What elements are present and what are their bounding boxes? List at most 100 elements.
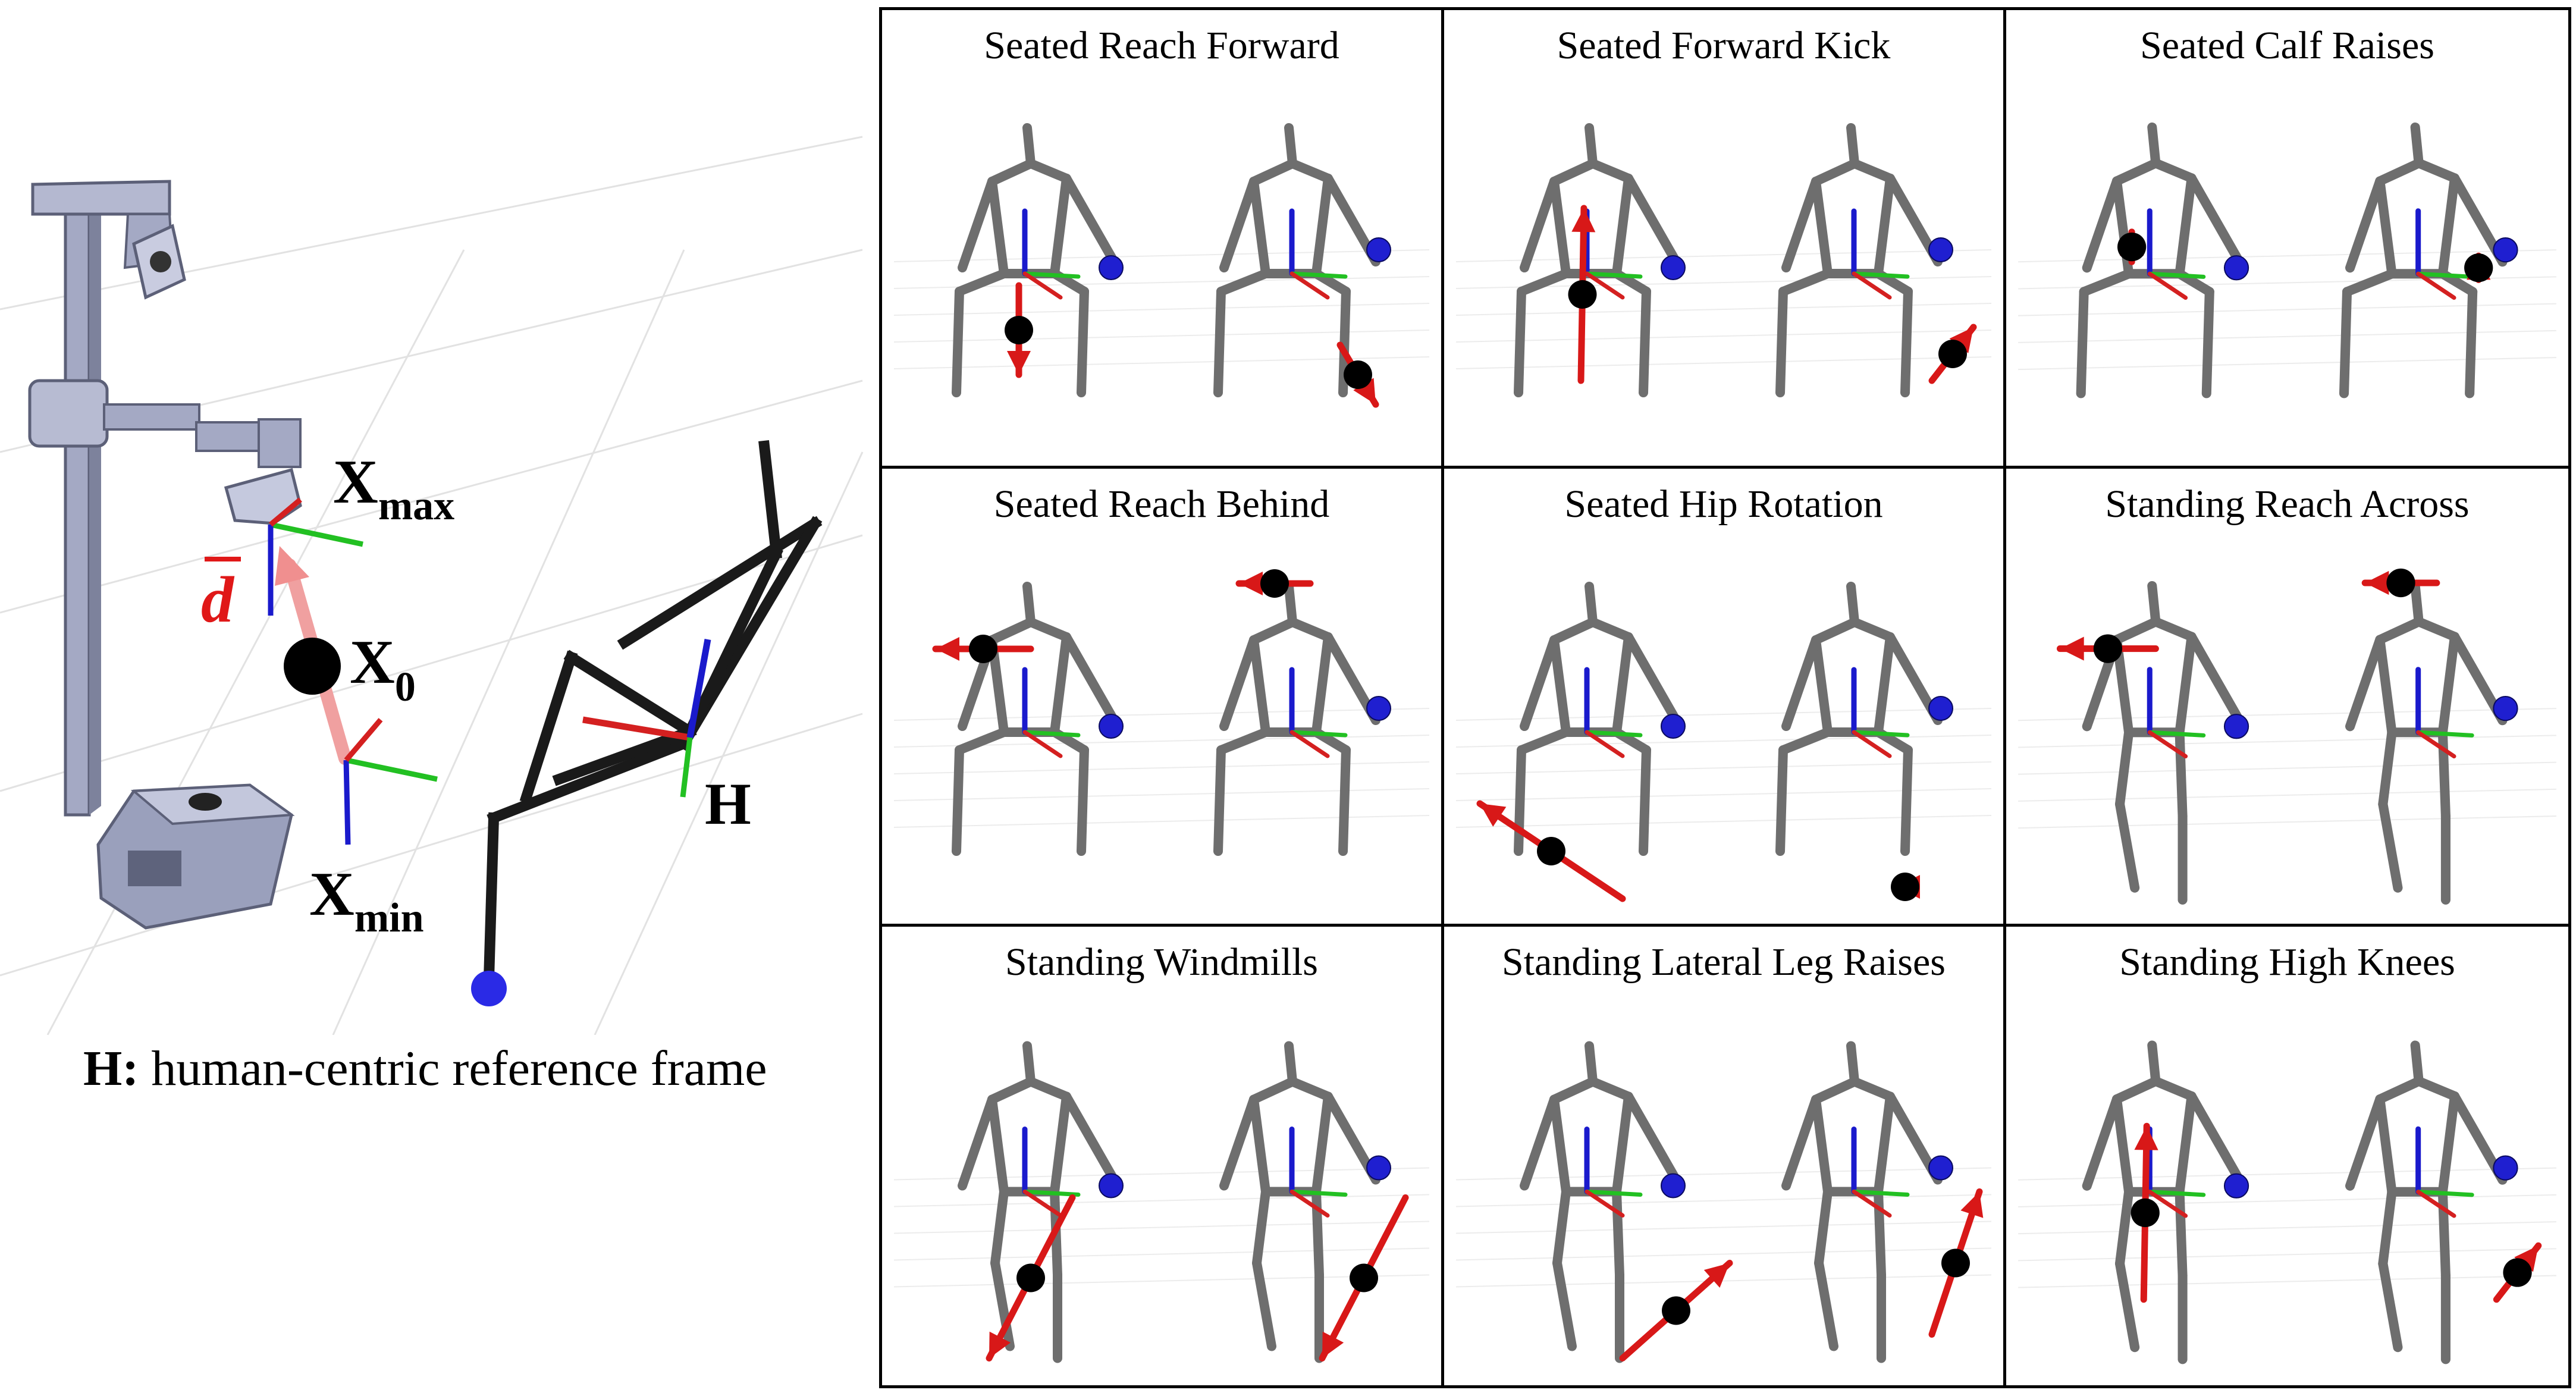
skeleton-bone [1311, 174, 1333, 278]
skeleton-bone [1781, 1094, 1821, 1191]
robot-mast [31, 180, 186, 817]
skeleton-bone [2410, 581, 2424, 627]
skeleton-bone [2345, 1094, 2385, 1191]
exercise-title: Standing Lateral Leg Raises [1502, 940, 1946, 984]
skeleton-bone [2437, 1187, 2451, 1281]
skeleton-bone [1549, 1094, 1571, 1197]
skeleton-bone [1219, 635, 1259, 731]
skeleton-bone [2410, 1040, 2424, 1087]
robot-base [96, 783, 295, 930]
frame-axis-y [1584, 730, 1643, 738]
target-point [2223, 1173, 2249, 1199]
exercise-title: Standing Windmills [1005, 940, 1318, 984]
skeleton-bone [2147, 122, 2161, 168]
skeleton-bone [1249, 159, 1297, 186]
progress-ball [2503, 1258, 2532, 1287]
frame-axis-y [1022, 1190, 1081, 1197]
frame-x-min [343, 718, 438, 845]
motion-arrow [932, 634, 1034, 663]
frame-axis-y [2416, 1190, 2474, 1197]
motion-arrow [2493, 1243, 2542, 1303]
skeleton-bone [2111, 158, 2161, 186]
floor-grid [2018, 707, 2556, 829]
skeleton-bone [1552, 1187, 1571, 1268]
skeleton-bone [1338, 745, 1351, 856]
frame-axis-x [1584, 730, 1625, 758]
frame-axis-x [1852, 1190, 1892, 1218]
skeleton-bone [2345, 635, 2385, 731]
skeleton-bone [1775, 745, 1788, 856]
skeleton-bone [2151, 616, 2197, 642]
skeleton-bone [952, 745, 964, 856]
skeleton-bone [2114, 727, 2134, 809]
skeleton-bone [2111, 1094, 2134, 1197]
skeleton-bone [1549, 1077, 1598, 1105]
skeleton-bone [2437, 173, 2460, 279]
frame-axis-x [1289, 271, 1330, 300]
skeleton-bone [1850, 159, 1895, 183]
skeleton-bone [1639, 745, 1651, 856]
frame-axis-y [1852, 1190, 1910, 1197]
skeleton-bone [1213, 287, 1226, 397]
target-point [1099, 713, 1124, 739]
exercise-visualization [1455, 123, 1992, 397]
skeleton-bone [2375, 1077, 2424, 1105]
skeleton-bone [1026, 159, 1071, 183]
skeleton-bone [1874, 1187, 1886, 1280]
arrow-head [2365, 570, 2389, 595]
motion-arrow [1005, 282, 1033, 378]
skeleton-bone [1338, 287, 1351, 397]
skeleton-bone [2414, 158, 2460, 183]
target-point [1366, 237, 1391, 262]
motion-arrow [1319, 1194, 1409, 1362]
progress-ball [1938, 340, 1967, 368]
skeleton-bone [2345, 176, 2385, 273]
exercise-cell: Seated Forward Kick [1444, 10, 2006, 469]
arrow-head [1322, 1332, 1344, 1359]
skeleton-bone [987, 617, 1036, 645]
label-x-min: Xmin [309, 859, 424, 941]
skeleton-bone [990, 1187, 1009, 1268]
skeleton-bone [1252, 1187, 1270, 1268]
caption: H: human-centric reference frame [83, 1040, 767, 1097]
progress-ball [1005, 316, 1033, 344]
skeleton-bone [958, 177, 997, 272]
frame-axis-y [1852, 271, 1910, 279]
progress-ball [1344, 360, 1372, 389]
skeleton-bone [2437, 727, 2451, 821]
skeleton-bone [1846, 581, 1859, 627]
skeleton-bone [2114, 1259, 2140, 1353]
skeleton-bone [2375, 1094, 2397, 1197]
skeleton-bone [1219, 177, 1259, 272]
arrow-head [1480, 803, 1507, 827]
skeleton-figure [1514, 123, 1681, 397]
exercise-title: Seated Calf Raises [2140, 24, 2434, 67]
skeleton-bone [2414, 1077, 2460, 1102]
motion-arrow [1235, 569, 1314, 598]
skeleton-bone [1520, 1094, 1559, 1191]
caption-bold: H: [83, 1041, 139, 1096]
skeleton-bone [2342, 269, 2397, 297]
exercise-cell: Standing Lateral Leg Raises [1444, 927, 2006, 1385]
frame-axis-x [1022, 730, 1063, 758]
target-point [1366, 695, 1391, 721]
progress-ball [2093, 634, 2123, 663]
frame-axis-y [2416, 730, 2474, 738]
skeleton-bone [2437, 1091, 2460, 1197]
arrow-head [1960, 1191, 1984, 1219]
skeleton-bone [1624, 632, 1681, 725]
exercise-visualization [893, 123, 1430, 408]
skeleton-bone [1612, 1187, 1624, 1280]
skeleton-bone [2175, 1091, 2197, 1197]
robot-diagram-panel: Xmax X0 Xmin d H H: human-centric refere… [0, 0, 865, 1393]
frame-axis-x [2416, 271, 2456, 300]
target-point [2223, 255, 2249, 281]
skeleton-bone [955, 727, 1009, 755]
skeleton-bone [1022, 1041, 1036, 1087]
skeleton-bone [1781, 635, 1821, 731]
frame-axis-y [1289, 271, 1348, 279]
frame-axis-y [1852, 730, 1910, 738]
frame-axis-y [1289, 1190, 1348, 1197]
skeleton-bone [1612, 632, 1633, 737]
skeleton-bone [1050, 1091, 1071, 1197]
